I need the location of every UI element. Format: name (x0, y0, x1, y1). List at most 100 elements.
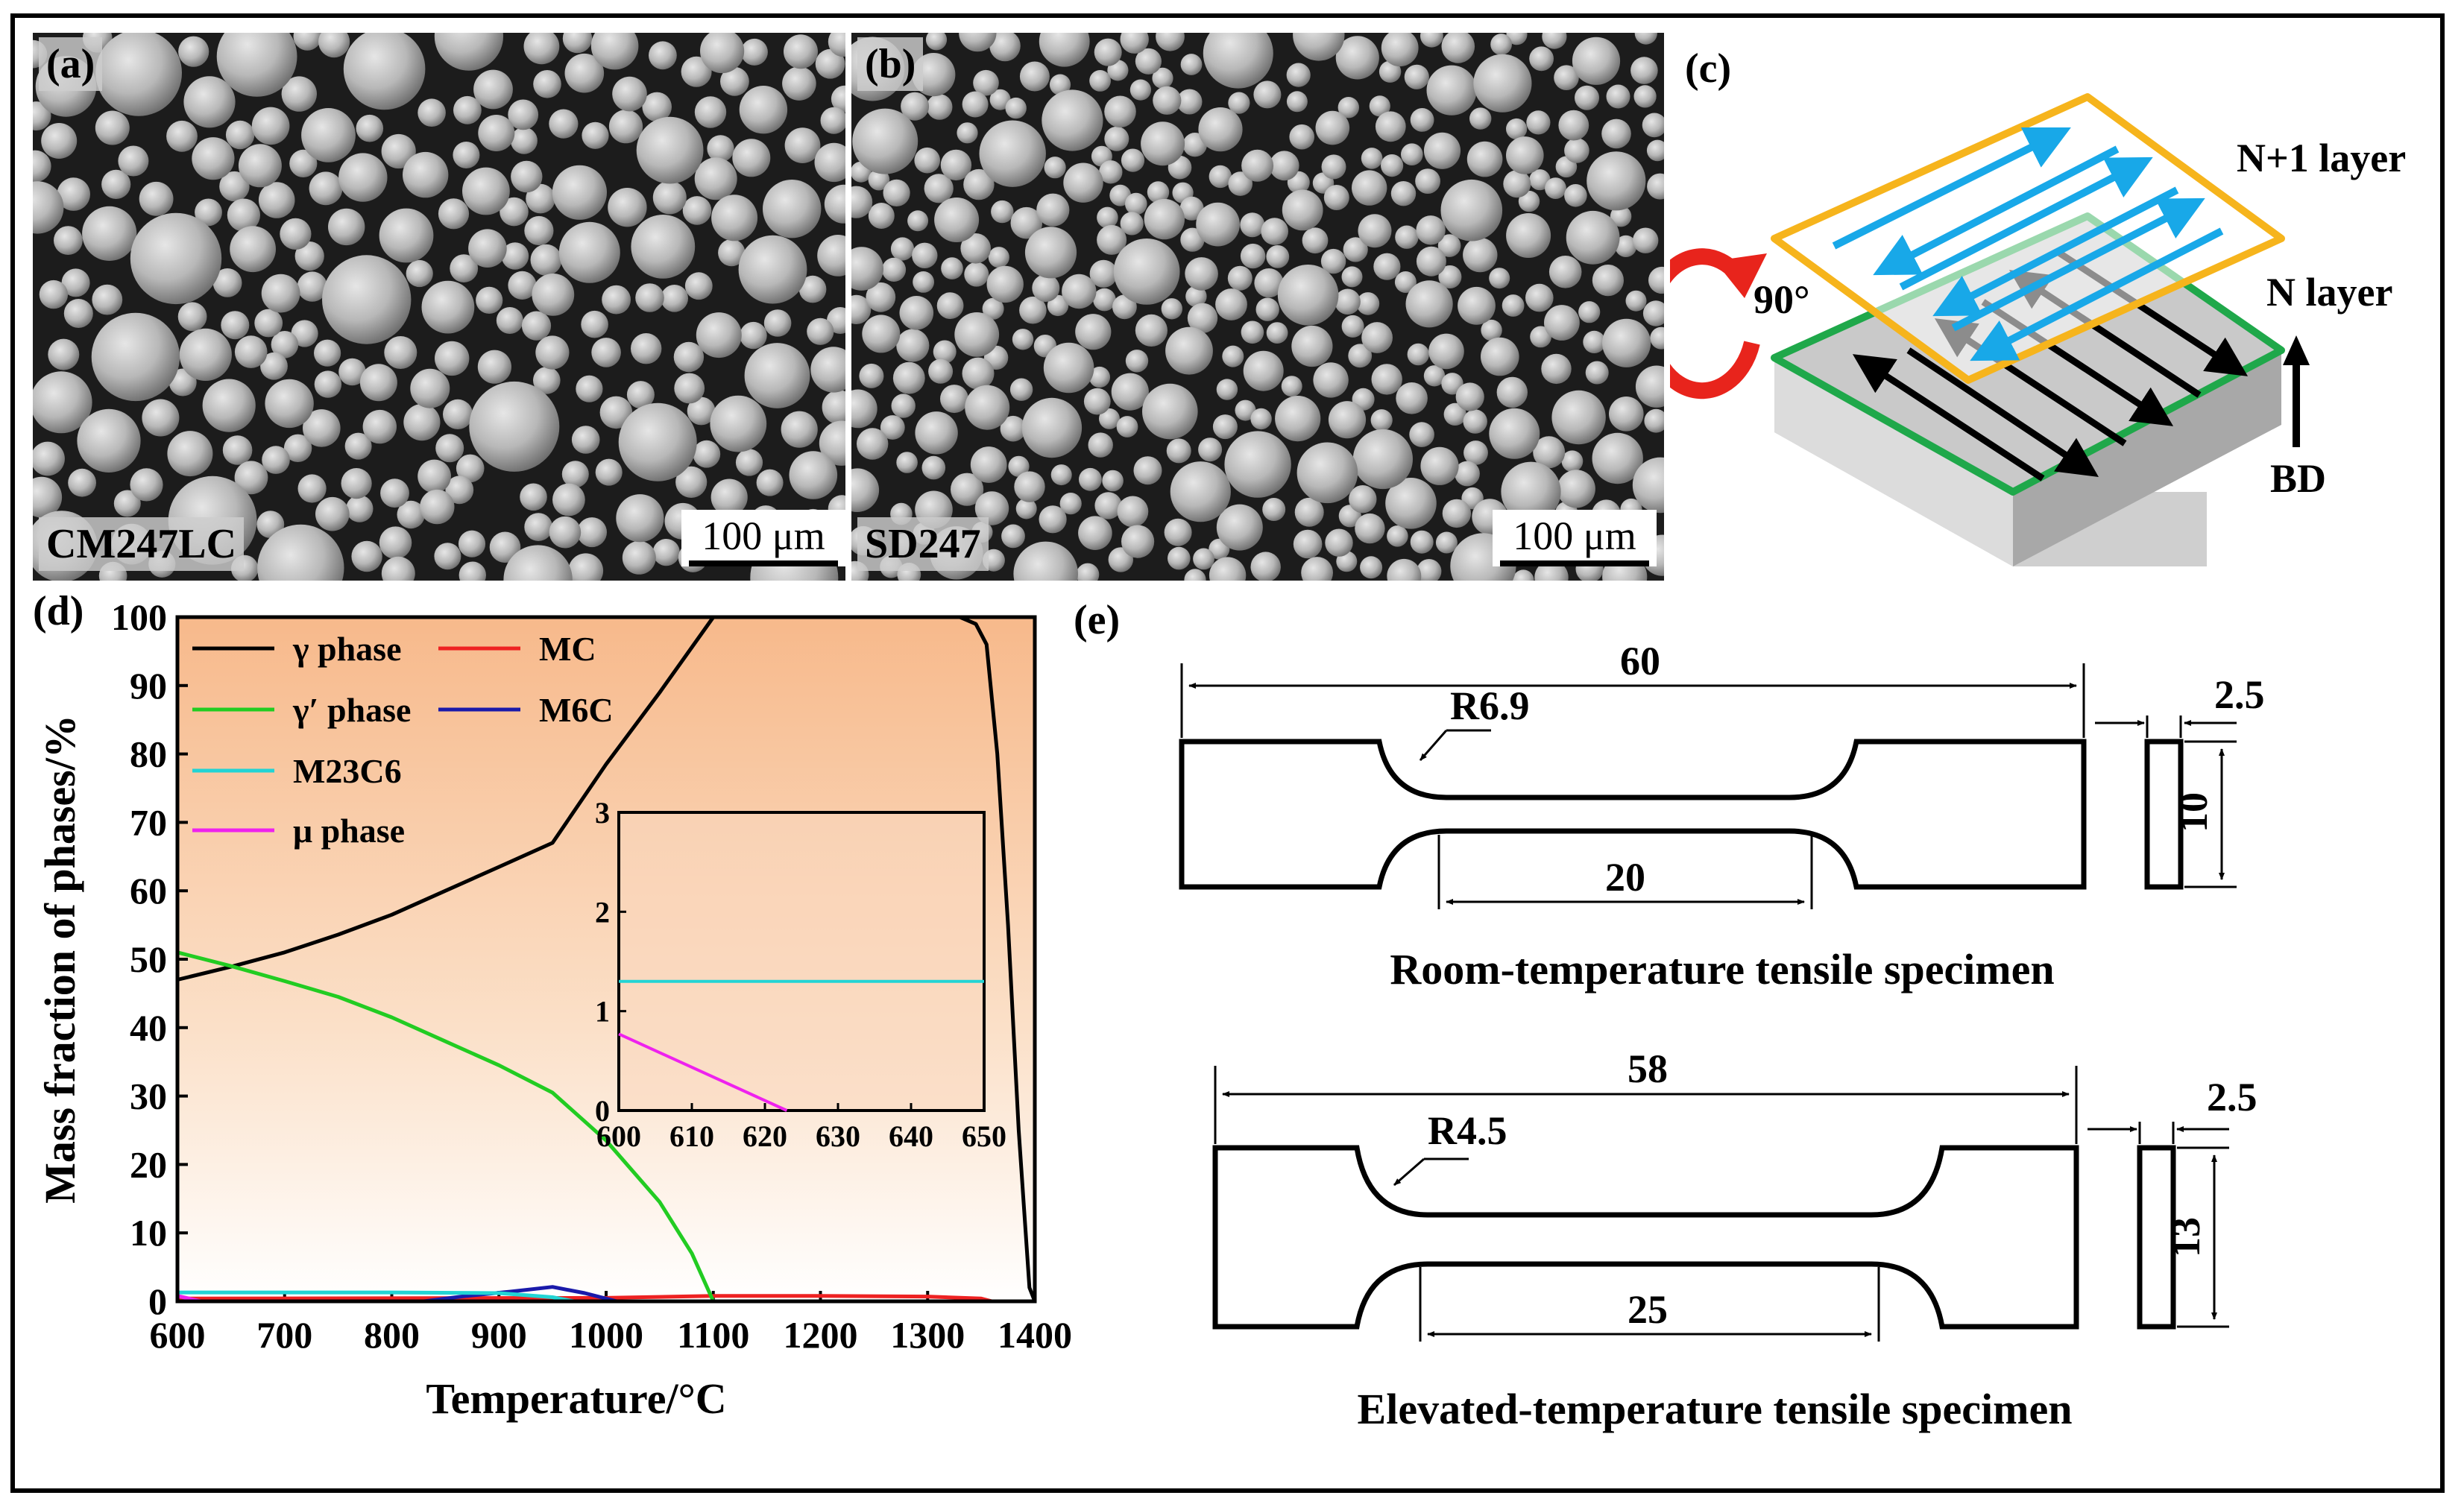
powder-particle (1625, 290, 1647, 312)
room-radius-dimension: R6.9 (1450, 683, 1530, 728)
powder-particle (707, 135, 734, 162)
powder-particle (1282, 189, 1323, 231)
powder-particle (1294, 497, 1324, 527)
powder-particle (283, 434, 312, 462)
powder-particle (973, 69, 999, 96)
powder-particle (851, 294, 872, 324)
powder-particle (1490, 34, 1512, 55)
powder-particle (524, 513, 553, 541)
powder-particle (1349, 485, 1377, 514)
x-tick-label: 800 (364, 1314, 420, 1356)
y-tick-label: 40 (130, 1007, 167, 1049)
powder-particle (1296, 442, 1358, 504)
powder-particle (924, 174, 954, 203)
powder-particle (521, 311, 552, 341)
powder-particle (435, 434, 464, 463)
powder-particle (1650, 326, 1664, 350)
powder-particle (1216, 504, 1263, 551)
powder-particle (293, 33, 322, 51)
powder-particle (810, 347, 845, 393)
powder-particle (1243, 350, 1284, 391)
powder-particle (1642, 113, 1664, 138)
scan-strategy-diagram: (c) 90° N+1 layer N layer BD (1670, 45, 2406, 566)
powder-particle (1015, 498, 1037, 519)
room-specimen-title: Room-temperature tensile specimen (1390, 945, 2054, 993)
panel-label-e: (e) (1074, 597, 1120, 643)
powder-particle (1078, 516, 1112, 550)
powder-particle (297, 474, 327, 503)
powder-particle (914, 147, 940, 174)
powder-particle (1583, 330, 1606, 353)
block-front-face (1774, 358, 2013, 566)
powder-particle (693, 440, 721, 468)
powder-particle (222, 435, 253, 465)
powder-particle (970, 446, 1007, 483)
powder-particle (1184, 569, 1206, 581)
powder-particle (1281, 376, 1302, 397)
powder-particle (595, 458, 623, 486)
powder-particle (379, 526, 412, 559)
powder-particle (1089, 259, 1118, 288)
powder-particle (1415, 168, 1440, 194)
powder-particle (1039, 33, 1090, 67)
powder-particle (710, 395, 767, 452)
powder-particle (453, 142, 480, 168)
powder-particle (1042, 89, 1103, 151)
powder-particle (1440, 179, 1503, 241)
powder-particle (1000, 415, 1027, 442)
sem-image-cm247lc: (a) CM247LC 100 μm (33, 33, 845, 581)
powder-particle (1328, 401, 1367, 439)
powder-particle (1506, 136, 1544, 174)
legend-label: μ phase (293, 812, 405, 850)
powder-particle (322, 255, 412, 344)
y-tick-label: 100 (111, 596, 167, 638)
powder-particle (1370, 409, 1393, 432)
powder-particle (974, 491, 1009, 525)
powder-particle (1097, 224, 1127, 255)
powder-particle (852, 108, 919, 174)
powder-particle (1253, 80, 1282, 109)
powder-particle (77, 408, 141, 473)
powder-particle (92, 284, 123, 315)
powder-particle (524, 215, 554, 246)
powder-particle (582, 121, 609, 149)
powder-particle (1473, 54, 1532, 113)
powder-particle (450, 254, 479, 282)
powder-particle (1240, 212, 1265, 238)
x-axis-label: Temperature/°C (426, 1374, 726, 1423)
inset-plot-area (617, 811, 986, 1112)
y-axis-label: Mass fraction of phases/% (36, 715, 84, 1204)
powder-particle (477, 350, 512, 384)
n-layer-label: N layer (2266, 270, 2392, 315)
powder-particle (913, 271, 934, 293)
powder-particle (1117, 496, 1149, 528)
powder-particle (1416, 215, 1446, 245)
powder-particle (1420, 446, 1459, 485)
powder-particle (82, 206, 137, 261)
powder-particle (1008, 455, 1030, 477)
powder-particle (819, 420, 845, 466)
legend-label: M6C (539, 691, 614, 729)
powder-particle (1610, 206, 1632, 227)
y-tick-label: 20 (130, 1143, 167, 1185)
powder-particle (346, 495, 374, 522)
powder-particle (1635, 365, 1664, 408)
powder-particle (599, 396, 633, 429)
powder-particle (817, 235, 845, 277)
inset-x-tick-label: 600 (596, 1119, 641, 1153)
powder-particle (959, 33, 997, 52)
powder-particle (901, 92, 930, 121)
powder-particle (526, 183, 555, 214)
powder-particle (1341, 315, 1364, 338)
powder-particle (33, 181, 64, 234)
powder-particle (261, 274, 300, 313)
powder-particle (511, 160, 543, 193)
powder-particle (1224, 431, 1291, 498)
powder-particle (1609, 397, 1644, 432)
panel-label-d: (d) (33, 588, 84, 634)
powder-particle (1455, 461, 1480, 487)
powder-particle (960, 233, 991, 264)
powder-particle (1014, 471, 1045, 502)
powder-particle (418, 459, 451, 493)
sem-image-sd247: (b) SD247 100 μm (851, 33, 1664, 581)
